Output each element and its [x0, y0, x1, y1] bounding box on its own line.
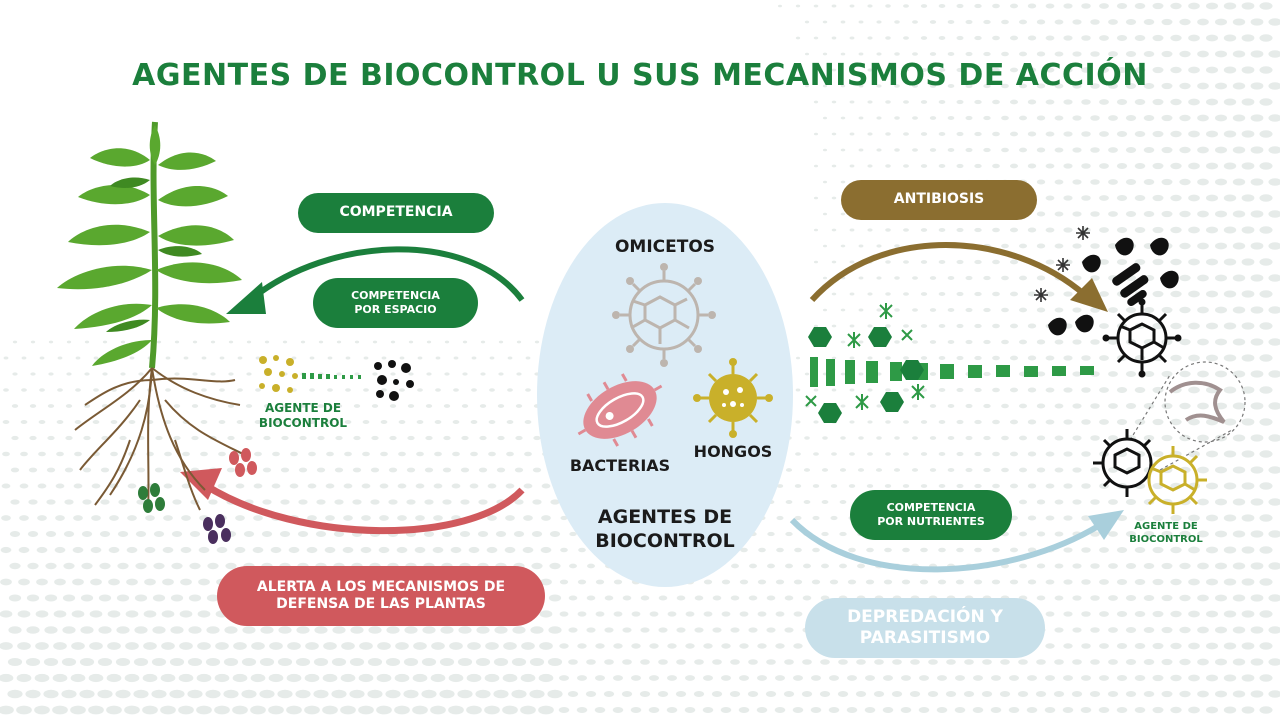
- competencia-nutrientes-label-1: COMPETENCIA: [886, 501, 976, 515]
- alerta-arrow: [180, 468, 525, 535]
- bacilli-icon: [1048, 237, 1179, 336]
- antibiosis-pill: ANTIBIOSIS: [841, 180, 1037, 220]
- competencia-espacio-label-1: COMPETENCIA: [351, 289, 440, 303]
- pathogen-virus-icon: [1102, 298, 1182, 378]
- bacteria-cluster-green: [138, 483, 165, 513]
- agent-particles-left: [259, 355, 361, 393]
- parasitized-pathogen-icon: [1093, 429, 1153, 497]
- competencia-arrow: [226, 246, 525, 314]
- competencia-espacio-label-2: POR ESPACIO: [354, 303, 437, 316]
- competencia-nutrientes-pill: COMPETENCIA POR NUTRIENTES: [850, 490, 1012, 540]
- agent-left-label: AGENTE DE BIOCONTROL: [248, 401, 358, 431]
- zoom-circle: [1129, 361, 1246, 471]
- alerta-label-2: DEFENSA DE LAS PLANTAS: [276, 596, 486, 612]
- center-agent-label: AGENTES DE BIOCONTROL: [580, 506, 750, 554]
- plant-icon: [57, 121, 246, 511]
- agent-left-label-1: AGENTE DE: [264, 401, 342, 415]
- competencia-pill: COMPETENCIA: [298, 193, 494, 233]
- depredacion-pill: DEPREDACIÓN Y PARASITISMO: [805, 598, 1045, 658]
- bacteria-cluster-purple: [203, 514, 231, 544]
- bacteria-icon: [577, 373, 663, 447]
- bacterias-label: BACTERIAS: [569, 456, 671, 475]
- agent-right-label-2: BIOCONTROL: [1129, 533, 1203, 545]
- omiceto-icon: [612, 263, 716, 367]
- depredacion-arrow: [789, 510, 1124, 573]
- antibiosis-label: ANTIBIOSIS: [893, 191, 985, 208]
- agent-left-label-2: BIOCONTROL: [258, 416, 348, 430]
- depredacion-label-1: DEPREDACIÓN Y: [847, 606, 1003, 627]
- center-agent-label-2: BIOCONTROL: [595, 529, 735, 552]
- center-ellipse: [537, 203, 793, 587]
- bacteria-cluster-pink: [229, 448, 257, 477]
- competencia-espacio-pill: COMPETENCIA POR ESPACIO: [313, 278, 478, 328]
- agent-right-label-1: AGENTE DE: [1134, 521, 1198, 532]
- hyphae-icon: [1168, 380, 1226, 424]
- fungus-icon: [693, 358, 773, 438]
- agent-right-label: AGENTE DE BIOCONTROL: [1118, 521, 1214, 546]
- center-agent-label-1: AGENTES DE: [597, 506, 733, 528]
- virus-small-icons: [1034, 226, 1090, 302]
- competencia-label: COMPETENCIA: [339, 204, 453, 221]
- small-spores: [805, 303, 925, 410]
- antibiosis-arrow: [809, 242, 1108, 312]
- competencia-nutrientes-label-2: POR NUTRIENTES: [877, 515, 985, 528]
- hongos-label: HONGOS: [693, 442, 773, 461]
- agent-fungus-right-icon: [1147, 446, 1207, 514]
- depredacion-label-2: PARASITISMO: [859, 628, 991, 648]
- alerta-label-1: ALERTA A LOS MECANISMOS DE: [256, 578, 506, 595]
- omicetos-label: OMICETOS: [614, 237, 716, 257]
- competencia-dashes: [810, 357, 1094, 387]
- pathogen-particles-left: [374, 360, 414, 401]
- alerta-pill: ALERTA A LOS MECANISMOS DE DEFENSA DE LA…: [217, 566, 545, 626]
- page-title: AGENTES DE BIOCONTROL U SUS MECANISMOS D…: [132, 58, 1148, 93]
- hexagon-molecules: [808, 327, 924, 423]
